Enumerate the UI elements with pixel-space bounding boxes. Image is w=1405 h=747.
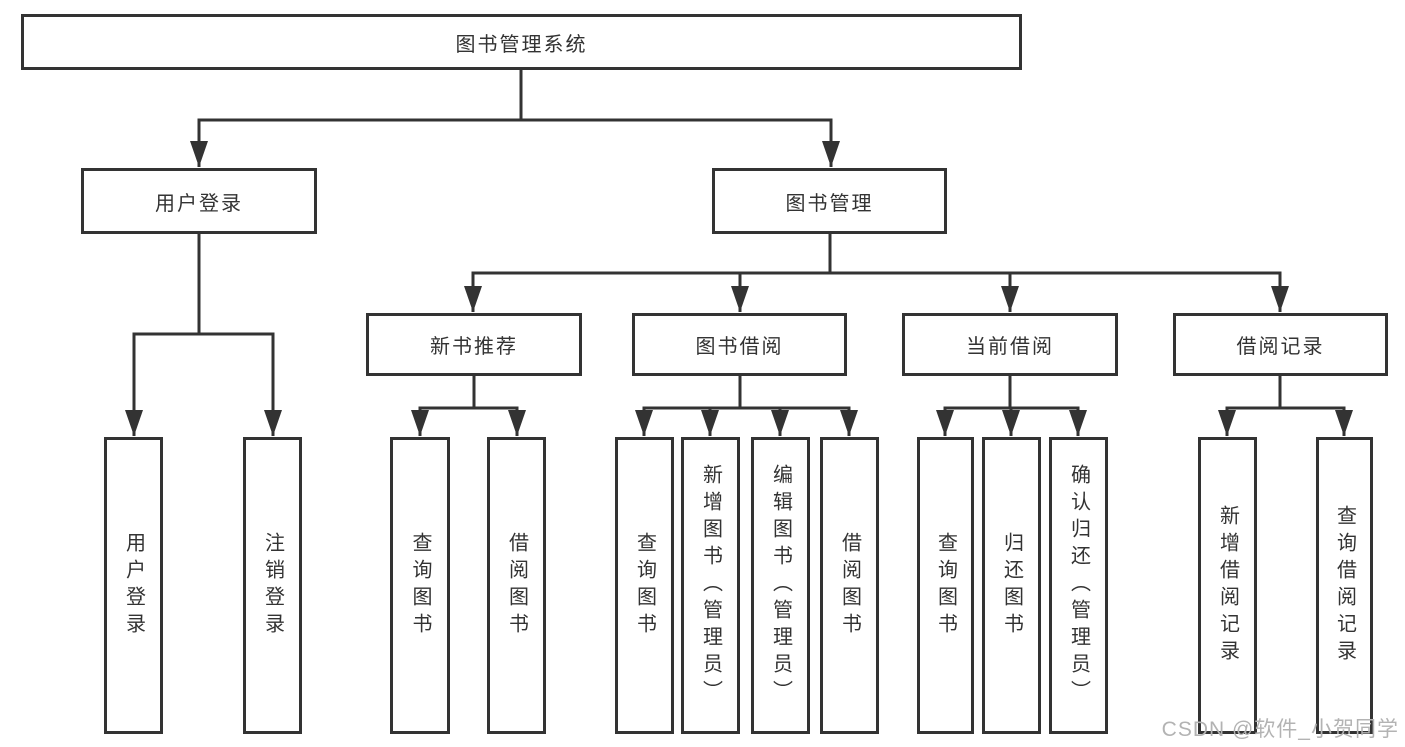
leaf-label: 新增借阅记录 xyxy=(1216,504,1239,667)
node-label: 图书管理 xyxy=(785,192,874,215)
leaf-label: 确认归还（管理员） xyxy=(1067,464,1090,707)
leaf-return-books: 归还图书 xyxy=(982,437,1041,734)
node-library-management-system: 图书管理系统 xyxy=(21,14,1022,70)
leaf-add-borrow-record: 新增借阅记录 xyxy=(1198,437,1257,734)
leaf-logout: 注销登录 xyxy=(243,437,302,734)
leaf-user-login: 用户登录 xyxy=(104,437,163,734)
leaf-label: 借阅图书 xyxy=(505,531,528,640)
leaf-label: 归还图书 xyxy=(1000,531,1023,640)
node-label: 新书推荐 xyxy=(430,336,518,358)
leaf-label: 注销登录 xyxy=(261,531,284,640)
leaf-label: 查询图书 xyxy=(409,531,431,640)
node-book-borrowing: 图书借阅 xyxy=(632,313,847,376)
leaf-label: 借阅图书 xyxy=(838,531,861,640)
node-borrowing-records: 借阅记录 xyxy=(1173,313,1388,376)
node-new-book-recommendation: 新书推荐 xyxy=(366,313,582,376)
node-label: 图书借阅 xyxy=(695,336,784,358)
leaf-query-books-borrow: 查询图书 xyxy=(615,437,674,734)
leaf-label: 查询图书 xyxy=(633,531,656,640)
node-book-management: 图书管理 xyxy=(712,168,947,234)
csdn-watermark: CSDN @软件_小贺同学 xyxy=(1161,718,1399,741)
leaf-label: 查询图书 xyxy=(934,531,957,640)
leaf-label: 新增图书（管理员） xyxy=(699,464,722,707)
leaf-edit-books-admin: 编辑图书（管理员） xyxy=(751,437,810,734)
node-label: 当前借阅 xyxy=(966,336,1054,358)
leaf-add-books-admin: 新增图书（管理员） xyxy=(681,437,740,734)
node-label: 用户登录 xyxy=(155,192,243,215)
leaf-query-books-current: 查询图书 xyxy=(917,437,974,734)
leaf-query-books-recommend: 查询图书 xyxy=(390,437,450,734)
node-label: 借阅记录 xyxy=(1236,336,1325,358)
node-current-borrowing: 当前借阅 xyxy=(902,313,1118,376)
leaf-label: 编辑图书（管理员） xyxy=(769,464,792,707)
leaf-borrow-books-recommend: 借阅图书 xyxy=(487,437,546,734)
leaf-query-borrow-record: 查询借阅记录 xyxy=(1316,437,1373,734)
leaf-label: 查询借阅记录 xyxy=(1333,504,1356,667)
leaf-confirm-return-admin: 确认归还（管理员） xyxy=(1049,437,1108,734)
node-label: 图书管理系统 xyxy=(455,33,588,56)
node-user-login: 用户登录 xyxy=(81,168,317,234)
leaf-borrow-books: 借阅图书 xyxy=(820,437,879,734)
leaf-label: 用户登录 xyxy=(122,531,145,640)
